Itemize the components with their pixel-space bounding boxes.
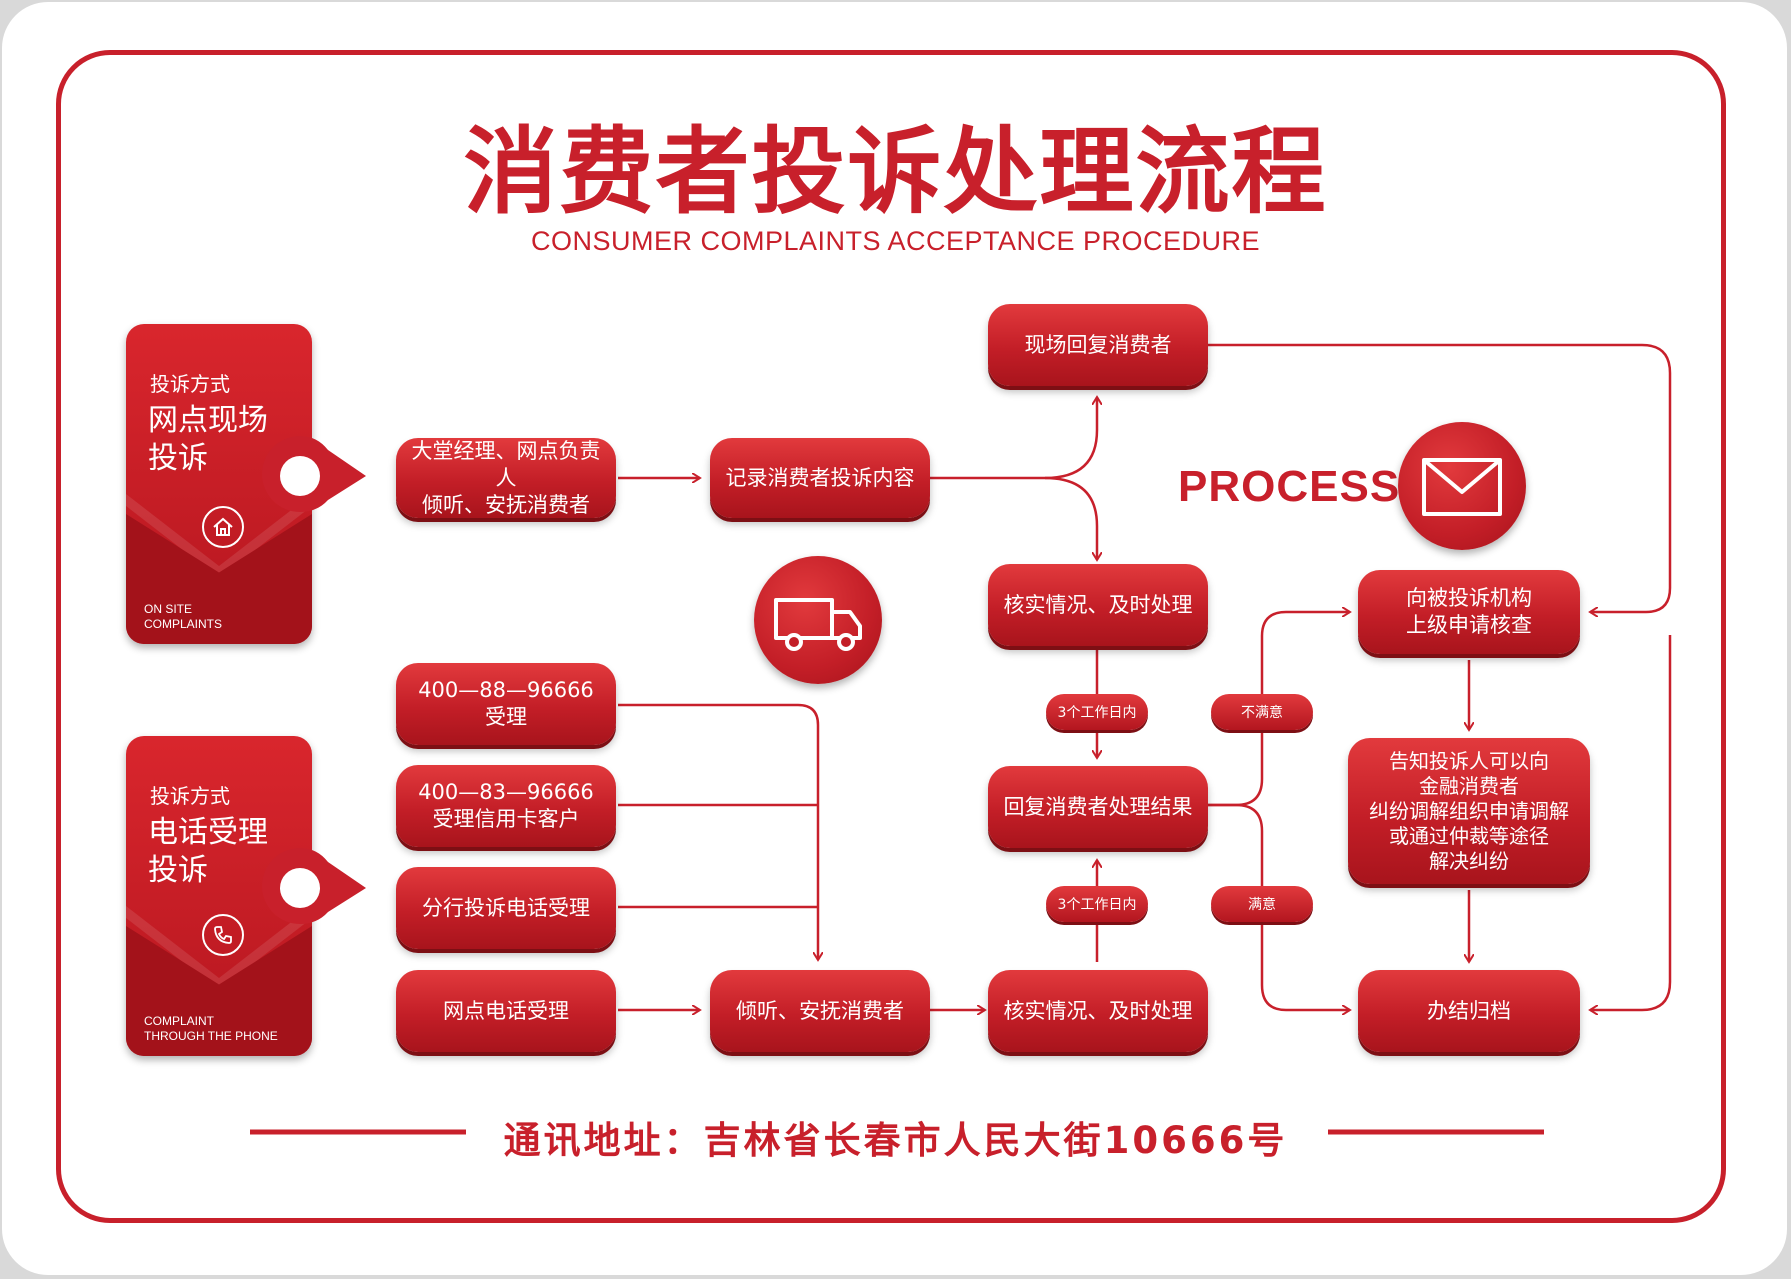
contact-address: 通讯地址：吉林省长春市人民大街10666号 (503, 1119, 1288, 1162)
pill-satisfied: 满意 (1211, 886, 1313, 922)
card-onsite-english: ON SITE COMPLAINTS (144, 602, 223, 631)
box-record-complaint: 记录消费者投诉内容 (710, 438, 930, 518)
arrow-record-to-verify (1044, 476, 1097, 560)
card-phone-title: 电话受理 投诉 (148, 815, 268, 888)
card-phone-english: COMPLAINT THROUGH THE PHONE (144, 1014, 278, 1043)
pill-workdays-top: 3个工作日内 (1046, 694, 1148, 730)
page-subtitle: CONSUMER COMPLAINTS ACCEPTANCE PROCEDURE (530, 226, 1261, 256)
card-phone-label: 投诉方式 (150, 784, 230, 808)
box-verify-top: 核实情况、及时处理 (988, 564, 1208, 646)
arrow-record-branch (930, 397, 1097, 480)
pill-workdays-bottom: 3个工作日内 (1046, 886, 1148, 922)
box-hotline-88: 400—88—96666 受理 (396, 663, 616, 745)
card-phone-complaint: 投诉方式 电话受理 投诉 COMPLAINT THROUGH THE PHONE (126, 736, 312, 1056)
box-verify-bottom: 核实情况、及时处理 (988, 970, 1208, 1052)
page-title: 消费者投诉处理流程 (463, 118, 1328, 227)
arrow-onsite-reply-to-review (1208, 343, 1672, 612)
card-onsite-title: 网点现场 投诉 (148, 403, 268, 476)
home-icon (202, 506, 244, 548)
box-branch-hotline: 分行投诉电话受理 (396, 867, 616, 949)
truck-icon (754, 556, 882, 684)
location-pin-icon (262, 436, 366, 512)
box-apply-review: 向被投诉机构 上级申请核查 (1358, 570, 1580, 654)
location-pin-icon (262, 848, 366, 924)
card-onsite-label: 投诉方式 (150, 372, 230, 396)
arrow-right-rail-to-archive (1590, 635, 1672, 1010)
process-label: PROCESS (1178, 462, 1401, 511)
box-outlet-phone: 网点电话受理 (396, 970, 616, 1052)
box-inform-mediation: 告知投诉人可以向 金融消费者 纠纷调解组织申请调解 或通过仲裁等途径 解决纠纷 (1348, 738, 1590, 884)
envelope-icon (1398, 422, 1526, 550)
box-reply-result: 回复消费者处理结果 (988, 766, 1208, 848)
box-hotline-83: 400—83—96666 受理信用卡客户 (396, 765, 616, 847)
pill-unsatisfied: 不满意 (1211, 694, 1313, 730)
poster-frame (56, 50, 1726, 1223)
box-archive: 办结归档 (1358, 970, 1580, 1052)
phone-icon (202, 914, 244, 956)
box-listen-soothe: 倾听、安抚消费者 (710, 970, 930, 1052)
line-hotline88 (618, 703, 818, 960)
box-lobby-manager: 大堂经理、网点负责人 倾听、安抚消费者 (396, 438, 616, 518)
box-onsite-reply: 现场回复消费者 (988, 304, 1208, 386)
